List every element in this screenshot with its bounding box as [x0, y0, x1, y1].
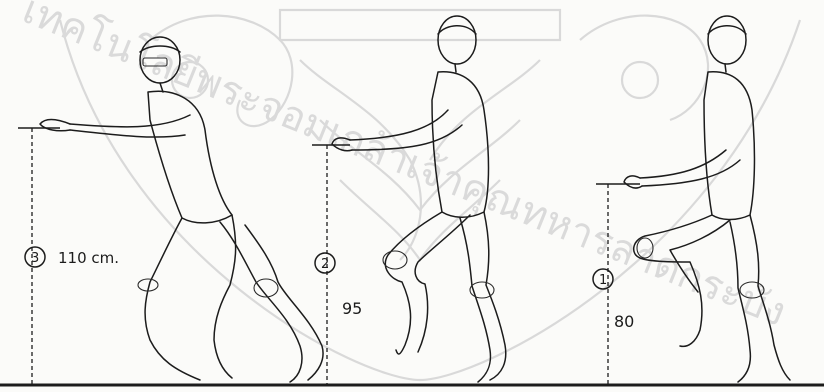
height-label-2: 95 [342, 299, 362, 318]
station-number-3: 3 [31, 251, 39, 266]
height-label-1: 80 [614, 312, 634, 331]
station-number-2: 2 [321, 257, 329, 272]
height-label-3: 110 cm. [58, 249, 119, 267]
station-number-1: 1 [599, 273, 607, 288]
